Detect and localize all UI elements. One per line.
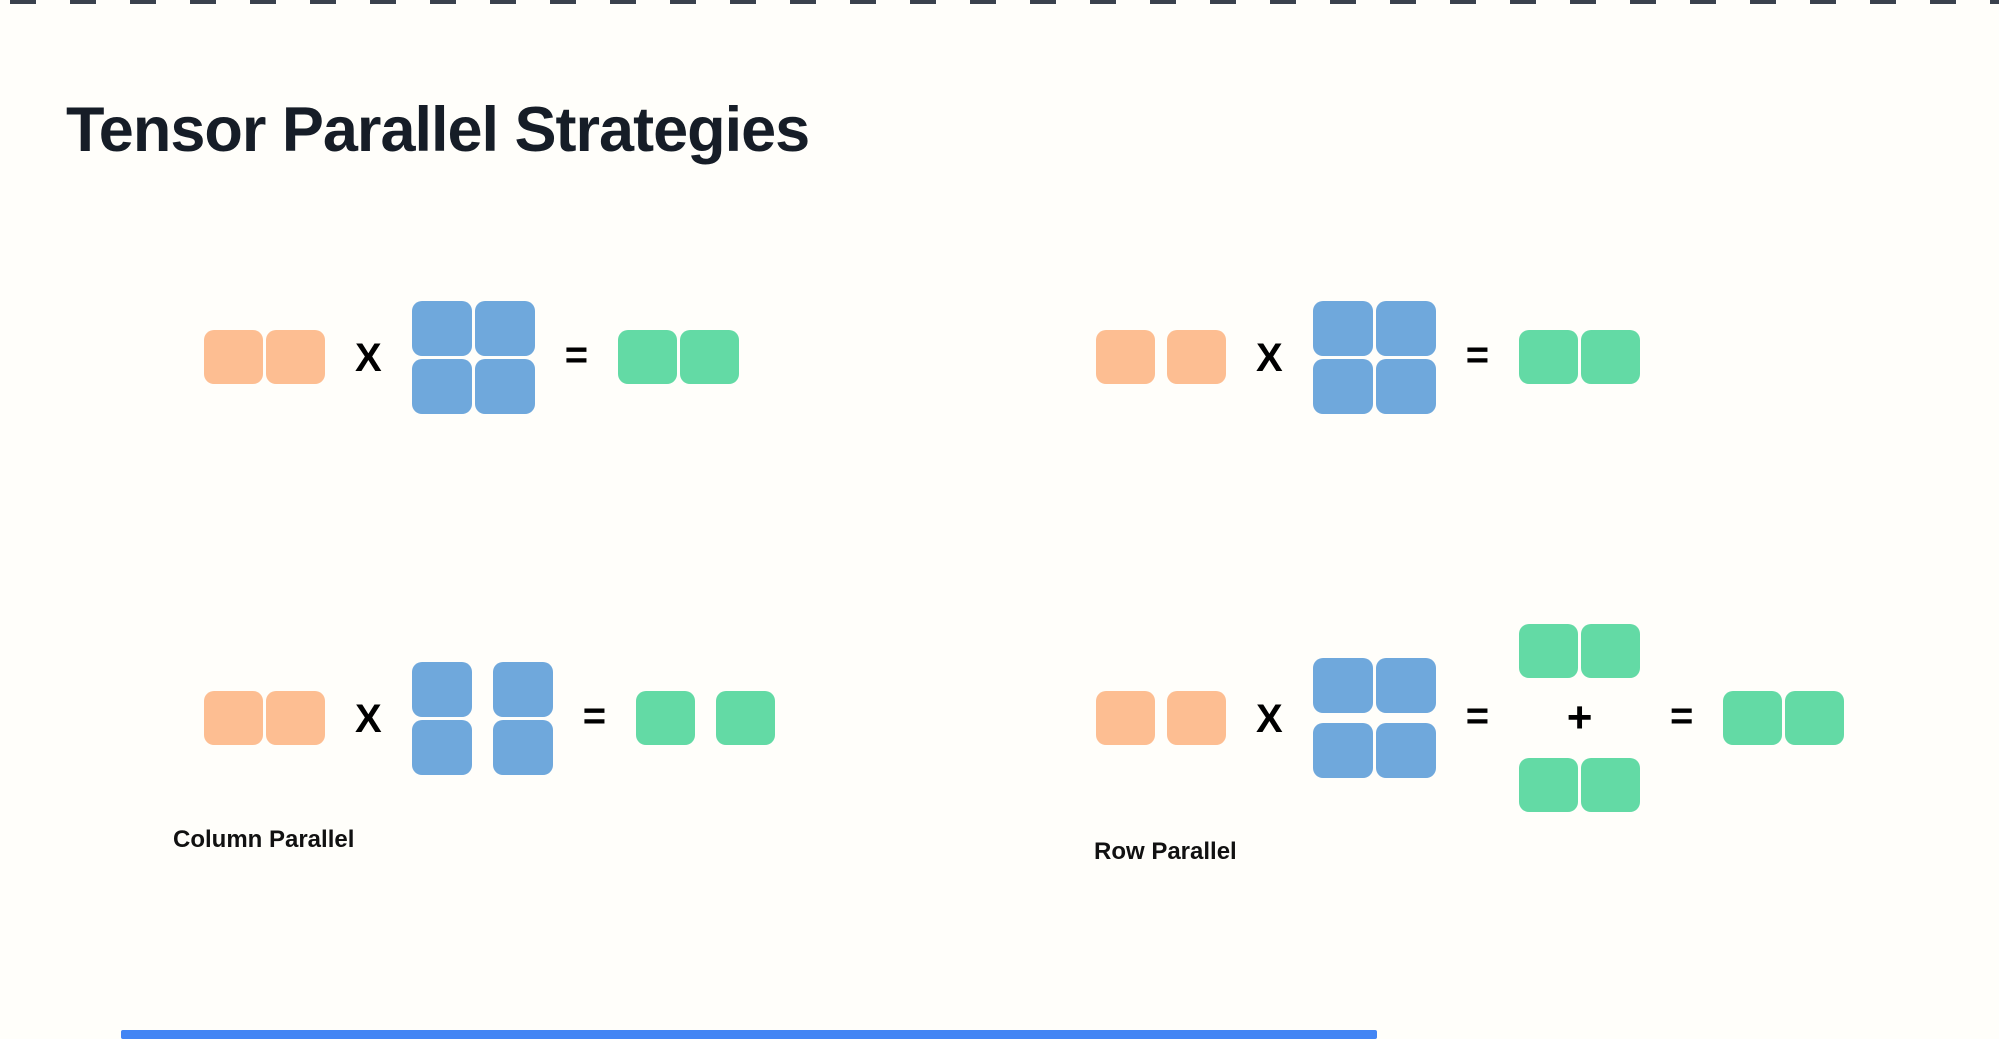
diagram-full-multiply-right: X= [1096,300,1641,414]
output-activations [618,330,740,384]
diagram-row-parallel: X = + = [1096,623,1845,813]
equals-operator: = [582,694,607,738]
matrix-cell [1581,330,1641,384]
matrix-cell [204,330,263,384]
caption-row-parallel: Row Parallel [1094,838,1237,865]
diagram-full-multiply-left: X= [204,300,740,414]
matrix-cell [492,719,553,775]
matrix-cell [266,330,325,384]
matrix-cell [1096,691,1155,745]
matrix-cell [1096,330,1155,384]
output-activations-column-split [636,691,776,745]
matrix-cell [1167,330,1226,384]
partial-sums: + [1519,624,1641,812]
equals-operator: = [1465,694,1490,738]
output-activations [1723,691,1845,745]
progress-bar [121,1030,1377,1039]
matrix-cell [1375,300,1436,356]
input-activations [204,691,325,745]
matrix-cell [411,300,472,356]
matrix-cell [1519,330,1579,384]
matrix-cell [1312,358,1373,414]
matrix-cell [474,300,535,356]
matrix-cell [1785,691,1845,745]
matrix-cell [1312,658,1373,713]
matrix-cell [1519,758,1579,812]
caption-column-parallel: Column Parallel [173,826,355,853]
matrix-cell [1723,691,1783,745]
input-activations [204,330,325,384]
equals-operator: = [1670,694,1694,738]
matrix-cell [1167,691,1226,745]
weight-matrix-row-split [1312,658,1436,778]
matrix-cell [716,691,776,745]
matrix-cell [1375,658,1436,713]
partial-output-bottom [1519,758,1641,812]
matrix-cell [636,691,696,745]
output-activations [1519,330,1641,384]
plus-operator: + [1566,693,1593,742]
matrix-cell [411,719,472,775]
input-activations [1096,330,1226,384]
matrix-cell [1375,723,1436,778]
weight-matrix [1312,300,1436,414]
matrix-cell [411,358,472,414]
matrix-cell [474,358,535,414]
matrix-cell [1312,723,1373,778]
equals-operator: = [564,333,589,377]
matrix-cell [1375,358,1436,414]
multiply-operator: X [355,336,382,380]
matrix-cell [266,691,325,745]
multiply-operator: X [1256,336,1283,380]
matrix-cell [1581,624,1641,678]
matrix-cell [1312,300,1373,356]
matrix-cell [680,330,740,384]
matrix-cell [618,330,678,384]
matrix-cell [411,661,472,717]
matrix-cell [204,691,263,745]
multiply-operator: X [1256,697,1283,741]
diagram-column-parallel: X= [204,661,776,775]
matrix-cell [1581,758,1641,812]
weight-matrix [411,300,535,414]
matrix-cell [492,661,553,717]
partial-output-top [1519,624,1641,678]
top-dash-strip [10,0,1999,4]
matrix-cell [1519,624,1579,678]
weight-matrix-column-split [411,661,553,775]
page-title: Tensor Parallel Strategies [66,95,810,166]
multiply-operator: X [355,697,382,741]
input-activations [1096,691,1226,745]
equals-operator: = [1465,333,1490,377]
